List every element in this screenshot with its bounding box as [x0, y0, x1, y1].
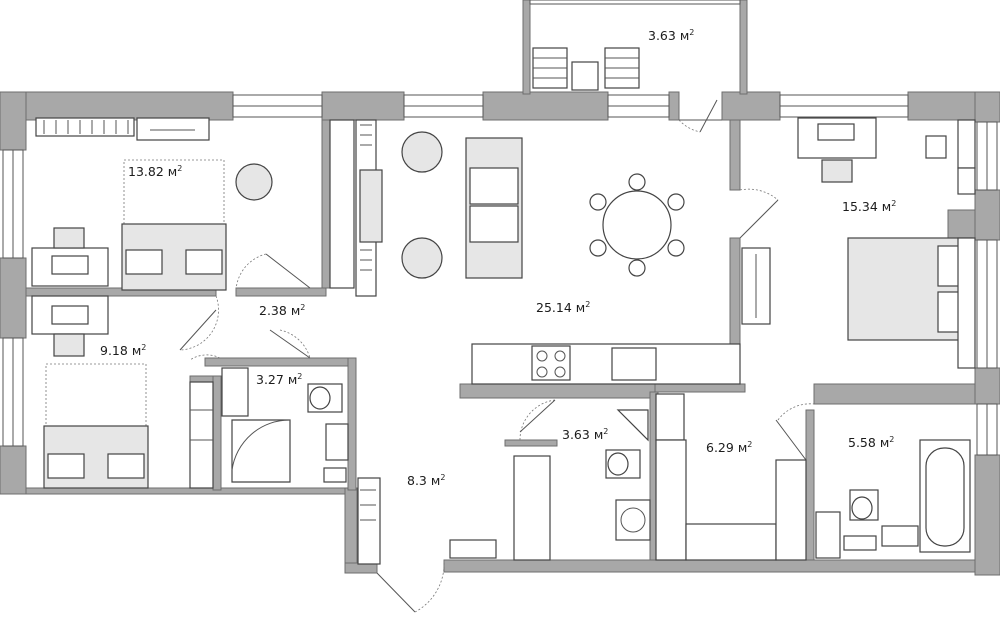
area-label-toilet-laundry: 3.63 м2	[562, 427, 608, 442]
bathroom-fixtures	[815, 439, 971, 559]
area-label-bedroom-right: 15.34 м2	[842, 199, 896, 214]
walls	[0, 0, 1000, 576]
area-label-children-room: 9.18 м2	[100, 343, 146, 358]
hall-wardrobe	[329, 119, 383, 297]
bathroom-small-fixtures	[221, 367, 349, 483]
wardrobe-fixtures	[655, 393, 807, 561]
entrance-furniture	[357, 477, 497, 565]
area-label-bathroom: 5.58 м2	[848, 435, 894, 450]
area-label-wardrobe: 6.29 м2	[706, 440, 752, 455]
toilet-laundry-fixtures	[513, 409, 651, 561]
bedroom-left-furniture	[31, 117, 273, 291]
area-label-bathroom-small: 3.27 м2	[256, 372, 302, 387]
room-labels: 3.63 м2 13.82 м2 15.34 м2 2.38 м2 25.14 …	[100, 28, 896, 488]
living-furniture	[401, 131, 685, 279]
windows	[2, 0, 998, 456]
balcony-furniture	[532, 47, 640, 91]
area-label-entrance-corridor: 8.3 м2	[407, 473, 445, 488]
kitchen-counter	[471, 247, 771, 385]
area-label-living-kitchen: 25.14 м2	[536, 300, 590, 315]
area-label-bedroom-left: 13.82 м2	[128, 164, 182, 179]
bedroom-right-furniture	[797, 117, 976, 369]
children-room-furniture	[31, 295, 214, 489]
area-label-hall: 2.38 м2	[259, 303, 305, 318]
area-label-balcony: 3.63 м2	[648, 28, 694, 43]
